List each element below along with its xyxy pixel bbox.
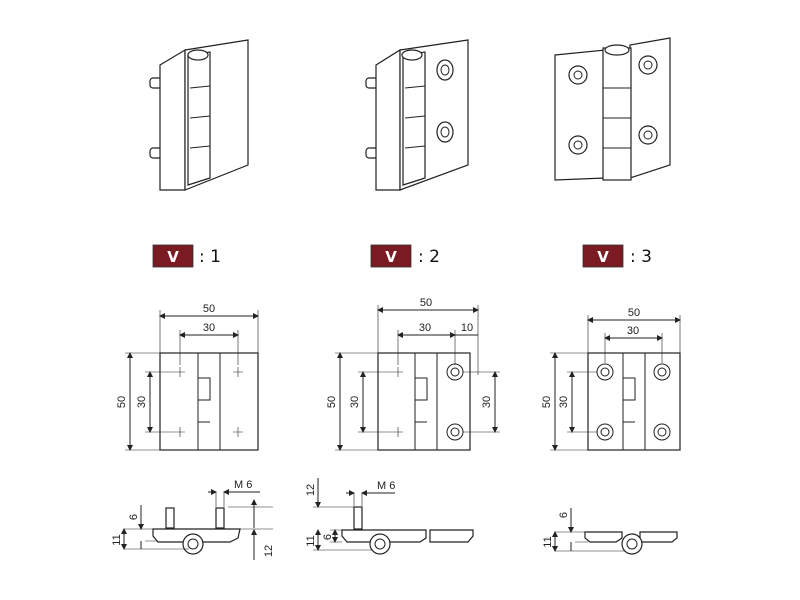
variant-number: : 2 xyxy=(418,247,440,267)
iso-view-v1 xyxy=(149,39,249,191)
side-view-v1: M 6 11 6 12 xyxy=(111,479,275,560)
dim-offset: 6 xyxy=(558,512,570,518)
variant-label-3: V : 3 xyxy=(582,244,652,268)
dim-hole-spacing-v: 30 xyxy=(349,396,361,408)
dim-hole-spacing-h: 30 xyxy=(203,322,215,334)
dim-thread: M 6 xyxy=(377,480,395,492)
dim-thread: M 6 xyxy=(234,479,252,491)
variant-badge xyxy=(370,244,412,268)
side-view-v2: M 6 12 11 6 xyxy=(305,478,474,555)
dim-leaf-thickness: 11 xyxy=(542,536,554,547)
dim-pin-length: 12 xyxy=(305,484,317,496)
front-view-v2: 50 30 10 50 30 30 xyxy=(326,297,500,451)
dim-height: 50 xyxy=(326,396,338,408)
dim-width: 50 xyxy=(420,297,432,309)
dim-hole-spacing-h: 30 xyxy=(419,322,431,334)
dim-hole-spacing-v: 30 xyxy=(136,396,148,408)
dim-width: 50 xyxy=(628,307,640,319)
iso-view-v3 xyxy=(554,37,671,181)
dim-hole-spacing-h: 30 xyxy=(627,325,639,337)
dim-width: 50 xyxy=(203,303,215,315)
dim-hole-spacing-v-right: 30 xyxy=(481,396,493,408)
variant-badge xyxy=(152,244,194,268)
front-view-v1: 50 30 50 30 xyxy=(116,303,259,451)
badge-text: V xyxy=(385,248,397,266)
dim-edge: 10 xyxy=(461,322,473,334)
dim-leaf-thickness: 11 xyxy=(111,534,123,545)
variant-label-1: V : 1 xyxy=(152,244,221,268)
variant-number: : 3 xyxy=(630,247,652,267)
variant-badge xyxy=(582,244,624,268)
variant-number: : 1 xyxy=(199,247,221,267)
front-view-v3: 50 30 50 30 xyxy=(541,307,681,451)
variant-label-2: V : 2 xyxy=(370,244,440,268)
dim-pin-length: 12 xyxy=(263,545,275,557)
dim-offset: 6 xyxy=(128,514,140,520)
side-view-v3: 11 6 xyxy=(542,508,678,555)
badge-text: V xyxy=(597,248,609,266)
dim-offset: 6 xyxy=(322,534,334,540)
badge-text: V xyxy=(167,248,179,266)
dim-hole-spacing-v: 30 xyxy=(558,396,570,408)
dim-leaf-thickness: 11 xyxy=(305,535,317,546)
dim-height: 50 xyxy=(541,396,553,408)
dim-height: 50 xyxy=(116,396,128,408)
iso-view-v2 xyxy=(365,39,469,191)
